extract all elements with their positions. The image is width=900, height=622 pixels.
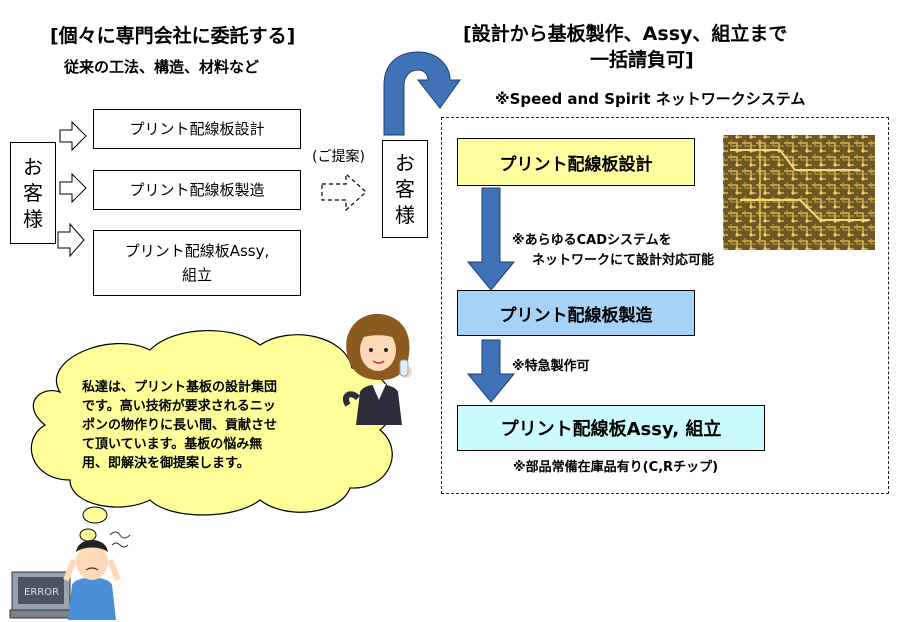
bubble-line: です。高い技術が要求されるニッ	[82, 399, 276, 414]
assy-line-1: プリント配線板Assy,	[124, 242, 270, 260]
right-title-line-2: 一括請負可]	[590, 49, 694, 71]
circuit-board-photo	[723, 135, 875, 250]
note-express: ※特急製作可	[512, 359, 590, 374]
customer-char: 様	[23, 207, 43, 231]
down-arrow-1	[466, 187, 516, 291]
note-cad-line-2: ネットワークにて設計対応可能	[532, 253, 715, 268]
customer-char: 客	[395, 177, 415, 201]
bubble-message: 私達は、プリント基板の設計集団 です。高い技術が要求されるニッ ポンの物作りに長…	[82, 378, 344, 473]
businesswoman-illustration	[342, 313, 412, 425]
proposal-label: (ご提案)	[312, 149, 365, 165]
customer-char: お	[395, 151, 415, 175]
bubble-line: 用、即解決を御提案します。	[82, 456, 250, 471]
left-subtitle: 従来の工法、構造、材料など	[64, 58, 260, 76]
thought-bubble	[30, 330, 394, 542]
step-design-box: プリント配線板設計	[457, 138, 695, 186]
customer-char: お	[23, 155, 43, 179]
outline-arrow-3	[57, 222, 85, 258]
down-arrow-2	[466, 339, 516, 403]
left-assy-box: プリント配線板Assy, 組立	[93, 230, 301, 296]
network-system-frame	[441, 117, 889, 494]
bubble-line: ポンの物作りに長い間、貢献させ	[82, 418, 278, 433]
left-manufacture-box: プリント配線板製造	[93, 170, 301, 210]
customer-box-left: お 客 様	[10, 142, 56, 244]
customer-char: 客	[23, 181, 43, 205]
customer-char: 様	[395, 203, 415, 227]
bubble-line: 私達は、プリント基板の設計集団	[82, 380, 278, 395]
outline-arrow-2	[59, 172, 87, 204]
outline-arrow-1	[59, 120, 87, 152]
note-parts-stock: ※部品常備在庫品有り(C,Rチップ)	[513, 460, 719, 475]
step-assy-box: プリント配線板Assy, 組立	[457, 405, 765, 451]
left-design-box: プリント配線板設計	[93, 109, 301, 149]
error-screen-text: ERROR	[24, 587, 59, 598]
stressed-worker-illustration: ERROR	[9, 531, 131, 620]
right-title-line-1: [設計から基板製作、Assy、組立まで	[463, 23, 788, 45]
assy-line-2: 組立	[181, 266, 212, 284]
left-title: [個々に専門会社に委託する]	[50, 25, 296, 47]
dashed-proposal-arrow	[321, 172, 367, 212]
customer-box-right: お 客 様	[382, 140, 428, 238]
bubble-line: て頂いています。基板の悩み無	[82, 437, 263, 452]
step-manufacture-box: プリント配線板製造	[457, 290, 695, 336]
note-cad-line-1: ※あらゆるCADシステムを	[512, 233, 672, 248]
curved-blue-arrow	[383, 51, 461, 136]
right-subtitle: ※Speed and Spirit ネットワークシステム	[495, 90, 806, 108]
